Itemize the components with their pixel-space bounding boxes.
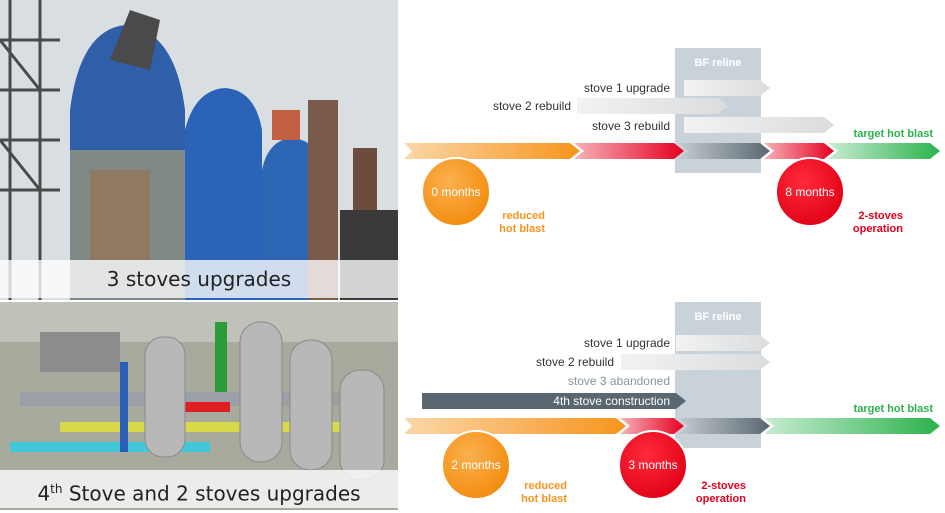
phase-slate-b [678, 418, 770, 434]
step-label-stove1-a: stove 1 upgrade [584, 81, 670, 95]
target-label-a: target hot blast [854, 128, 934, 140]
bf-reline-label-b: BF reline [694, 311, 741, 323]
circle-end-a [775, 157, 845, 227]
phase-red2-a [764, 143, 834, 159]
construction-label-b: 4th stove construction [553, 394, 670, 408]
bf-reline-label-a: BF reline [694, 57, 741, 69]
step-label-stove3-a: stove 3 rebuild [592, 119, 670, 133]
phase-green-a [828, 143, 940, 159]
circle-start-a [421, 157, 491, 227]
target-label-b: target hot blast [854, 403, 934, 415]
step-label-stove2-b: stove 2 rebuild [536, 355, 614, 369]
caption-fourth-stove: 4th Stove and 2 stoves upgrades [0, 470, 398, 508]
two-stoves-label-1-a: 2-stoves [858, 210, 903, 222]
step-arrow-stove3-a [684, 117, 834, 133]
circle-start-b [441, 430, 511, 500]
phase-slate-a [678, 143, 770, 159]
caption-fourth-number: 4 [37, 481, 51, 506]
phase-orange-a [404, 143, 580, 159]
caption-fourth-suffix: th [50, 482, 63, 496]
reduced-label-1-a: reduced [502, 210, 545, 222]
scenario-b: BF reline stove 1 upgrade stove 2 rebuil… [404, 302, 940, 505]
circle-end-label-b: 3 months [628, 458, 677, 472]
circle-start-label-a: 0 months [431, 185, 480, 199]
step-arrow-stove2-b [621, 354, 770, 370]
circle-end-b [618, 430, 688, 500]
model-render: 4th Stove and 2 stoves upgrades [0, 302, 398, 510]
caption-three-stoves: 3 stoves upgrades [0, 260, 398, 298]
two-stoves-label-2-b: operation [696, 493, 746, 505]
reduced-label-2-a: hot blast [499, 223, 545, 235]
step-label-stove2-a: stove 2 rebuild [493, 99, 571, 113]
stoves-photo: 3 stoves upgrades [0, 0, 398, 300]
reduced-label-1-b: reduced [524, 480, 567, 492]
step-label-stove3-b: stove 3 abandoned [568, 374, 670, 388]
two-stoves-label-2-a: operation [853, 223, 903, 235]
scenario-a: BF reline stove 1 upgrade stove 2 rebuil… [404, 48, 940, 235]
caption-fourth-text: Stove and 2 stoves upgrades [62, 481, 361, 506]
phase-red-b [620, 418, 684, 434]
step-arrow-stove1-a [684, 80, 770, 96]
phase-red-a [574, 143, 684, 159]
construction-bar-b [422, 393, 686, 409]
phase-green-b [764, 418, 940, 434]
step-arrow-stove2-a [577, 98, 728, 114]
phase-orange-b [404, 418, 626, 434]
reduced-label-2-b: hot blast [521, 493, 567, 505]
step-arrow-stove1-b [676, 335, 770, 351]
step-label-stove1-b: stove 1 upgrade [584, 336, 670, 350]
circle-end-label-a: 8 months [785, 185, 834, 199]
two-stoves-label-1-b: 2-stoves [701, 480, 746, 492]
circle-start-label-b: 2 months [451, 458, 500, 472]
